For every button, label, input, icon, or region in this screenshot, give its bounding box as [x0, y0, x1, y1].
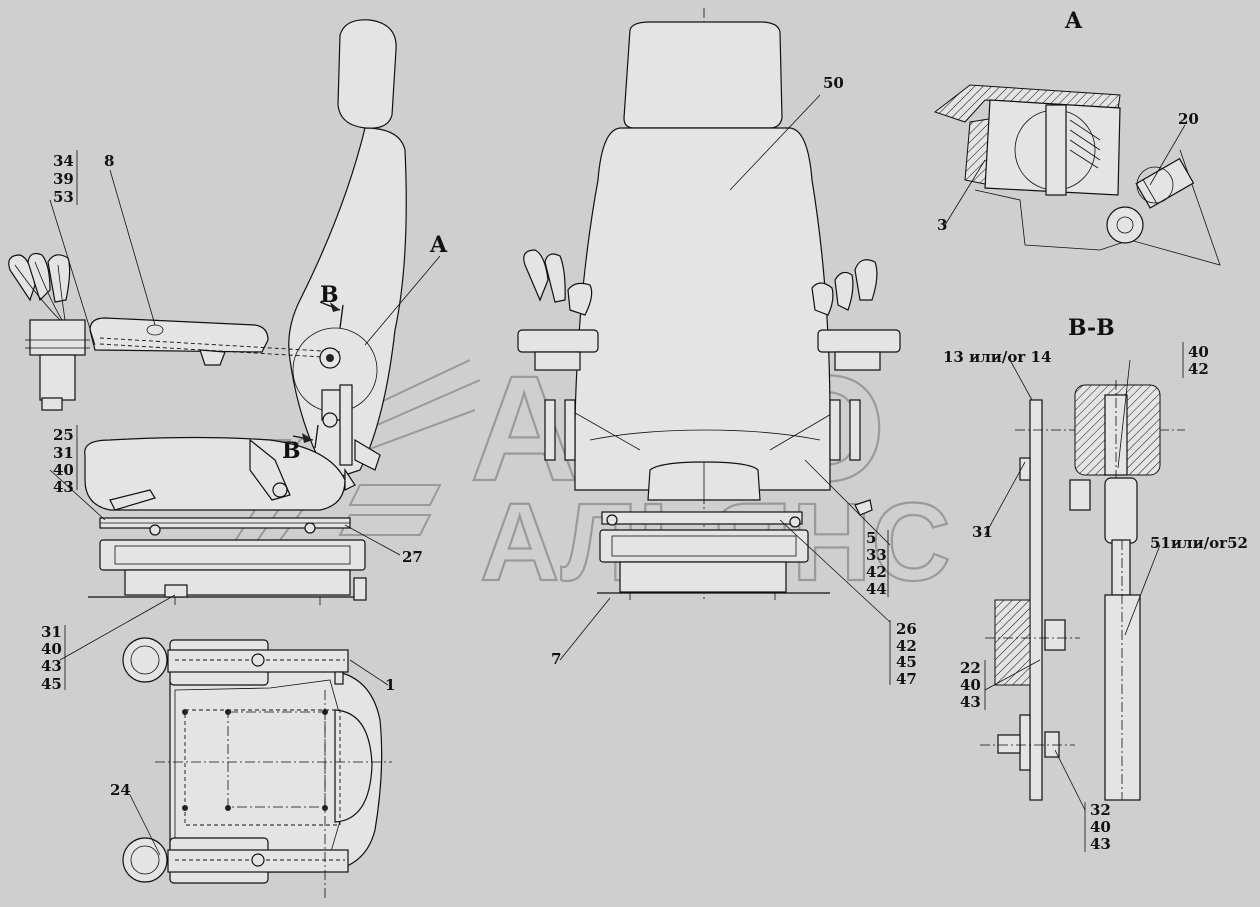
callout-31-c: 31 [972, 523, 993, 541]
front-view [517, 8, 901, 600]
section-bb-view: B-B [980, 315, 1185, 801]
marker-b-bottom: B [282, 438, 301, 464]
marker-b-top: B [320, 282, 339, 308]
callout-22: 22 [960, 659, 981, 677]
callout-7: 7 [551, 650, 561, 668]
callout-45-b: 45 [41, 675, 62, 693]
callout-40-c: 40 [1188, 343, 1209, 361]
callout-47: 47 [896, 670, 917, 688]
callout-40-b: 40 [41, 640, 62, 658]
callout-43-b: 43 [41, 657, 62, 675]
callout-20: 20 [1178, 110, 1199, 128]
callout-39: 39 [53, 170, 74, 188]
backrest-side [288, 127, 407, 481]
callout-26: 26 [896, 620, 917, 638]
callout-27: 27 [402, 548, 423, 566]
callout-40-a: 40 [53, 461, 74, 479]
callout-3: 3 [937, 216, 947, 234]
callout-13-or-14: 13 или/or 14 [943, 348, 1051, 366]
callout-31-b: 31 [41, 623, 62, 641]
joystick-side [8, 252, 90, 411]
detail-a-view: A [933, 8, 1221, 266]
callout-43-a: 43 [53, 478, 74, 496]
headrest-side [337, 19, 397, 129]
callout-31-a: 31 [53, 444, 74, 462]
front-right-armrest [811, 259, 901, 461]
callout-43-d: 43 [960, 693, 981, 711]
callout-40-e: 40 [1090, 818, 1111, 836]
callout-25: 25 [53, 426, 74, 444]
marker-a: A [429, 232, 448, 258]
callout-24: 24 [110, 781, 131, 799]
callout-44: 44 [866, 580, 887, 598]
section-bb-title: B-B [1068, 315, 1115, 341]
detail-a-title: A [1064, 8, 1083, 34]
armrest-side [89, 317, 269, 353]
section-marker-b: B B [282, 282, 344, 464]
callout-45-c: 45 [896, 653, 917, 671]
callout-50: 50 [823, 74, 844, 92]
suspension-base-front [599, 529, 809, 563]
callout-5: 5 [866, 529, 876, 547]
callout-32: 32 [1090, 801, 1111, 819]
top-view [122, 637, 392, 900]
backrest-front [574, 127, 831, 491]
headrest-front [623, 21, 783, 129]
side-view: B B A [8, 19, 448, 605]
callout-42-c: 42 [1188, 360, 1209, 378]
callout-51-or-52: 51или/or52 [1150, 534, 1248, 552]
callout-53: 53 [53, 188, 74, 206]
front-left-armrest [517, 249, 599, 461]
callout-43-e: 43 [1090, 835, 1111, 853]
suspension-base-side [99, 539, 366, 571]
callout-34: 34 [53, 152, 74, 170]
leader-lines [49, 94, 1186, 856]
callouts: 34 39 53 8 25 31 40 43 27 31 40 43 45 1 … [41, 74, 1248, 853]
callout-1: 1 [385, 676, 395, 694]
callout-8: 8 [104, 152, 114, 170]
callout-42-b: 42 [896, 637, 917, 655]
callout-33: 33 [866, 546, 887, 564]
callout-40-d: 40 [960, 676, 981, 694]
callout-42-a: 42 [866, 563, 887, 581]
